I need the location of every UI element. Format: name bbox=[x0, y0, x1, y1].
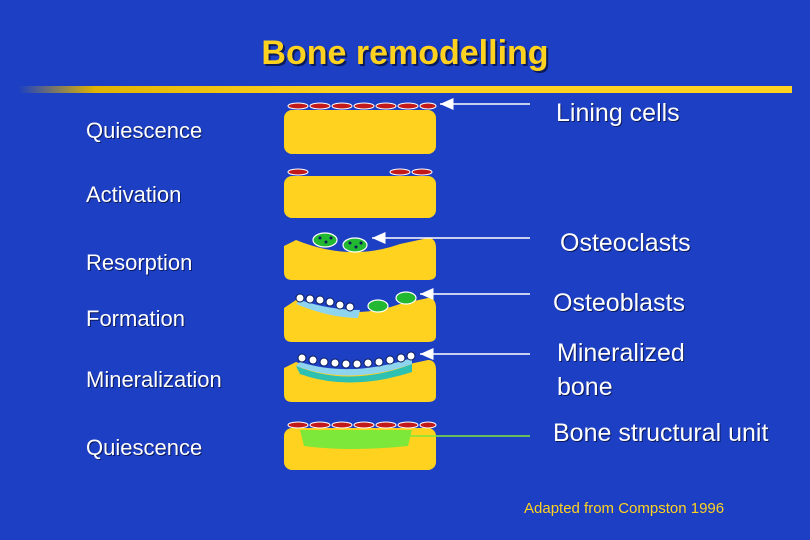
bone-block-mineralization bbox=[284, 351, 436, 402]
bone-block-quiescence-final bbox=[284, 421, 437, 470]
bone-block-resorption bbox=[284, 232, 436, 280]
source-credit: Adapted from Compston 1996 bbox=[524, 500, 725, 517]
bone-block-activation bbox=[284, 168, 436, 218]
slide-title: Bone remodelling bbox=[261, 34, 549, 72]
bone-block-formation bbox=[284, 291, 436, 342]
stage-quiescence-final: Quiescence bbox=[86, 435, 203, 460]
stage-activation: Activation bbox=[86, 182, 182, 207]
bone-block-quiescence bbox=[284, 102, 437, 154]
stage-resorption: Resorption bbox=[86, 250, 193, 275]
lining-cells-row-final bbox=[287, 421, 437, 429]
title-underline bbox=[18, 86, 792, 93]
osteoclast-cells bbox=[312, 232, 368, 253]
callout-osteoblasts: Osteoblasts bbox=[553, 289, 686, 317]
stage-quiescence: Quiescence bbox=[86, 118, 203, 143]
callout-bone-structural-unit: Bone structural unit bbox=[553, 419, 769, 447]
osteoblast-layer bbox=[297, 351, 416, 369]
stage-mineralization: Mineralization bbox=[86, 367, 222, 392]
callout-lining-cells: Lining cells bbox=[556, 99, 680, 127]
osteoblast-cells bbox=[295, 293, 355, 312]
callout-osteoclasts: Osteoclasts bbox=[560, 229, 691, 257]
lining-cells-row bbox=[287, 102, 437, 110]
stage-formation: Formation bbox=[86, 306, 186, 331]
callout-mineralized-bone: Mineralized bone bbox=[557, 339, 685, 401]
